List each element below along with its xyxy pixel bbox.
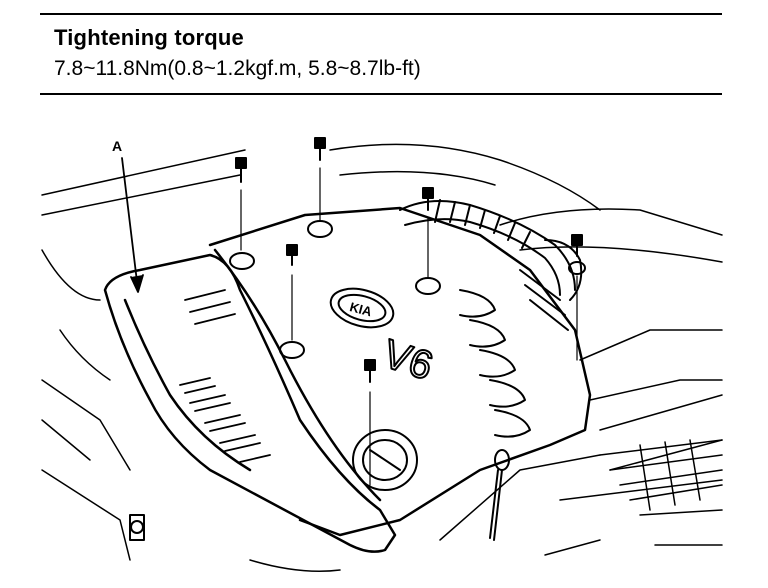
kia-logo-emblem [329, 287, 395, 329]
engine-bay-background [41, 143, 723, 572]
bolt-4 [422, 187, 434, 279]
bolt-3 [286, 244, 298, 341]
torque-spec: 7.8~11.8Nm(0.8~1.2kgf.m, 5.8~8.7lb-ft) [54, 57, 421, 80]
bottom-rule [40, 93, 722, 95]
bolt-2 [314, 137, 326, 221]
callout-label-a: A [112, 138, 122, 154]
spec-heading: Tightening torque [54, 25, 244, 50]
dipstick [489, 449, 510, 541]
air-duct-part-a [103, 253, 397, 553]
duct-vents [179, 289, 271, 463]
oil-filler-cap [352, 429, 418, 491]
callout-a-arrow [121, 157, 144, 293]
mounting-clip [129, 514, 145, 541]
bolt-holes [229, 220, 586, 359]
bolt-1 [235, 157, 247, 251]
kia-logo-text: KIA [348, 299, 374, 319]
top-rule [40, 13, 722, 15]
bolt-6 [571, 234, 583, 361]
engine-cover [208, 206, 592, 537]
intake-hose [399, 199, 583, 301]
v6-marking: V6 [378, 332, 438, 389]
cover-ribs [459, 269, 569, 438]
bolt-5 [364, 359, 376, 486]
lower-right-grille [599, 439, 723, 511]
